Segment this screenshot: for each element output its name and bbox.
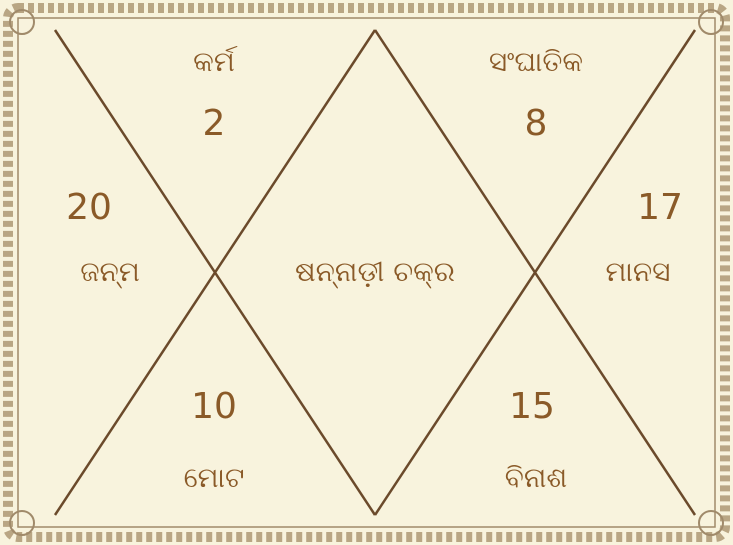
top-right-number: 8 — [525, 106, 548, 142]
corner-ornament-tl — [10, 10, 34, 34]
right-name: ମାନସ — [606, 258, 671, 286]
top-right-name: ସଂଘାତିକ — [489, 48, 583, 76]
corner-ornament-tr — [699, 10, 723, 34]
top-left-name: କର୍ମ — [193, 48, 235, 76]
bottom-right-name: ବିନାଶ — [505, 464, 567, 492]
corner-ornament-bl — [10, 511, 34, 535]
center-name: ଷନ୍ନାଡ଼ୀ ଚକ୍ର — [295, 258, 455, 286]
left-name: ଜନ୍ମ — [80, 258, 140, 286]
top-left-number: 2 — [203, 106, 226, 142]
bottom-left-name: ମୋଟ — [184, 464, 245, 492]
corner-ornament-br — [699, 511, 723, 535]
right-number: 17 — [637, 190, 683, 226]
left-number: 20 — [66, 190, 112, 226]
bottom-left-number: 10 — [191, 389, 237, 425]
bottom-right-number: 15 — [509, 389, 555, 425]
